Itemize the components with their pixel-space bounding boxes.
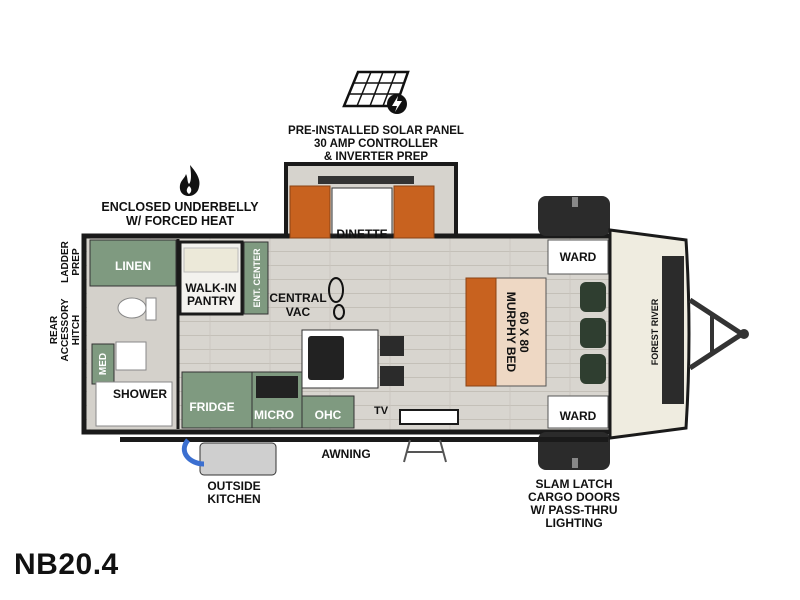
entry-door — [399, 409, 459, 425]
ent-center — [243, 241, 269, 315]
sink — [115, 341, 147, 371]
walkin-label-2: PANTRY — [187, 294, 235, 308]
fridge-label: FRIDGE — [189, 400, 234, 414]
toilet — [117, 297, 147, 319]
solar-callout-3: & INVERTER PREP — [324, 151, 428, 163]
stool-1 — [380, 336, 404, 356]
cargo-door-top — [538, 196, 610, 236]
underbelly-callout-2: W/ FORCED HEAT — [126, 214, 234, 228]
ward-top-label: WARD — [560, 250, 597, 264]
awning-bar — [120, 437, 608, 442]
cargo-callout-1: SLAM LATCH — [535, 477, 612, 491]
awning-callout: AWNING — [321, 447, 370, 461]
tv-label: TV — [374, 405, 389, 417]
hose-icon — [181, 438, 205, 467]
kitchen-callout-1: OUTSIDE — [207, 479, 260, 493]
ward-bottom — [547, 395, 609, 429]
kitchen-callout-2: KITCHEN — [207, 492, 260, 506]
seat-1 — [580, 282, 606, 312]
murphy-label-1: 60 X 80 — [517, 311, 531, 353]
shower — [95, 381, 173, 427]
rear-callout-2: ACCESSORY — [60, 298, 71, 361]
brand-text: FOREST RIVER — [650, 298, 660, 365]
toilet-tank — [145, 297, 157, 321]
solar-panel-icon — [342, 70, 410, 114]
central-vac-label-2: VAC — [286, 305, 311, 319]
underbelly-callout-1: ENCLOSED UNDERBELLY — [101, 200, 259, 214]
stool-2 — [380, 366, 404, 386]
seat-3 — [580, 354, 606, 384]
ladder-callout-1: LADDER — [60, 240, 71, 282]
dinette-bench-left — [289, 185, 331, 239]
flame-icon — [179, 165, 200, 196]
outside-kitchen — [199, 442, 277, 476]
tow-hitch — [688, 297, 749, 371]
central-vac-label-1: CENTRAL — [269, 291, 326, 305]
ohc-cabinet — [301, 395, 355, 429]
dinette-window — [318, 176, 414, 184]
front-window — [662, 256, 684, 404]
latch-top — [572, 197, 578, 207]
fridge — [181, 371, 253, 429]
cargo-callout-2: CARGO DOORS — [528, 490, 620, 504]
cargo-callout-4: LIGHTING — [545, 516, 602, 530]
cooktop — [256, 376, 298, 398]
ohc-label: OHC — [315, 408, 342, 422]
med-label: MED — [98, 353, 109, 375]
shower-label: SHOWER — [113, 387, 167, 401]
ward-top — [547, 239, 609, 275]
kitchen-sink — [308, 336, 344, 380]
micro-label: MICRO — [254, 408, 294, 422]
entry-steps — [403, 439, 447, 463]
ward-bottom-label: WARD — [560, 409, 597, 423]
seat-2 — [580, 318, 606, 348]
dinette-label: DINETTE — [336, 227, 387, 241]
latch-bottom — [572, 458, 578, 468]
linen-cabinet — [89, 239, 177, 287]
ent-center-label: ENT. CENTER — [252, 248, 262, 308]
footprint-icon — [328, 277, 345, 320]
murphy-label-2: MURPHY BED — [504, 292, 518, 373]
walkin-label-1: WALK-IN — [185, 281, 236, 295]
solar-callout-2: 30 AMP CONTROLLER — [314, 138, 439, 150]
murphy-sofa — [465, 277, 497, 387]
solar-callout-1: PRE-INSTALLED SOLAR PANEL — [288, 125, 464, 137]
rear-callout-1: REAR — [49, 315, 60, 344]
linen-label: LINEN — [115, 259, 151, 273]
dinette-table — [331, 187, 393, 235]
rear-callout-3: HITCH — [71, 315, 82, 346]
model-name: NB20.4 — [14, 548, 119, 581]
dinette-bench-right — [393, 185, 435, 239]
cargo-callout-3: W/ PASS-THRU — [530, 503, 617, 517]
ladder-callout-2: PREP — [71, 248, 82, 276]
pantry-shelf — [183, 247, 239, 273]
